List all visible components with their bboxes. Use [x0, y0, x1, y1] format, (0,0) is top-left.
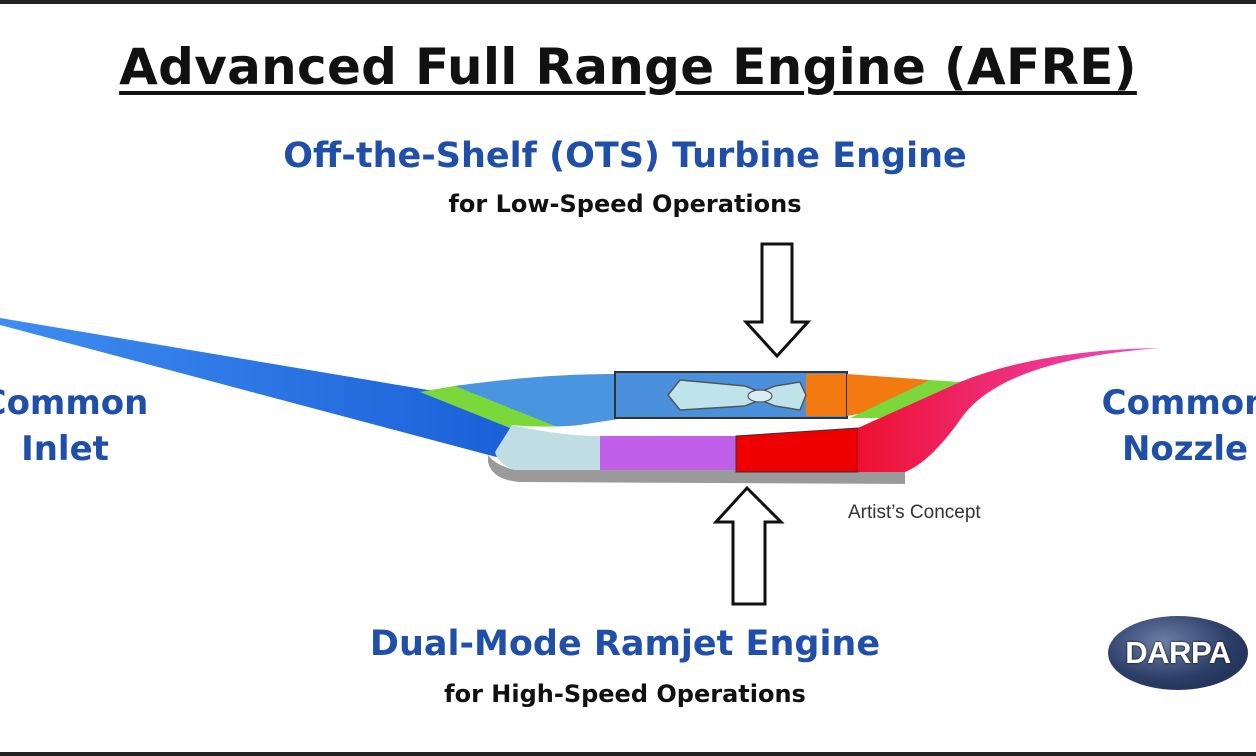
common-nozzle-shape — [858, 348, 1160, 472]
page-title: Advanced Full Range Engine (AFRE) — [0, 38, 1256, 96]
artists-concept-caption: Artist’s Concept — [848, 502, 981, 523]
turbine-exit-green — [850, 380, 960, 418]
common-inlet-shape — [0, 318, 512, 458]
page-title-text: Advanced Full Range Engine (AFRE) — [119, 38, 1137, 96]
common-inlet-label: Common Inlet — [0, 380, 180, 472]
common-inlet-line2: Inlet — [21, 429, 109, 469]
ramjet-up-arrow — [712, 485, 785, 606]
turbine-center-hub — [747, 389, 773, 403]
bypass-gap — [512, 420, 860, 433]
ramjet-purple-section — [600, 436, 736, 470]
turbine-orange-section — [806, 374, 846, 416]
turbine-exit-orange — [847, 374, 930, 416]
darpa-logo-text: DARPA — [1125, 635, 1231, 670]
ots-down-arrow — [742, 242, 812, 359]
turbine-inlet-duct — [455, 374, 625, 428]
ots-engine-subtitle: for Low-Speed Operations — [448, 190, 802, 218]
ots-engine-title: Off-the-Shelf (OTS) Turbine Engine — [283, 136, 967, 176]
darpa-logo: DARPA — [1108, 616, 1248, 690]
ramjet-engine-title: Dual-Mode Ramjet Engine — [369, 624, 881, 664]
engine-lower-casing — [488, 455, 905, 484]
ramjet-engine-subtitle: for High-Speed Operations — [444, 680, 806, 708]
ramjet-red-section — [735, 427, 859, 473]
common-nozzle-line1: Common — [1101, 383, 1256, 423]
common-inlet-line1: Common — [0, 383, 149, 423]
common-nozzle-line2: Nozzle — [1121, 429, 1249, 469]
common-nozzle-label: Common Nozzle — [1070, 380, 1256, 472]
ramjet-light-section — [495, 425, 600, 470]
inlet-green-section — [420, 385, 560, 428]
